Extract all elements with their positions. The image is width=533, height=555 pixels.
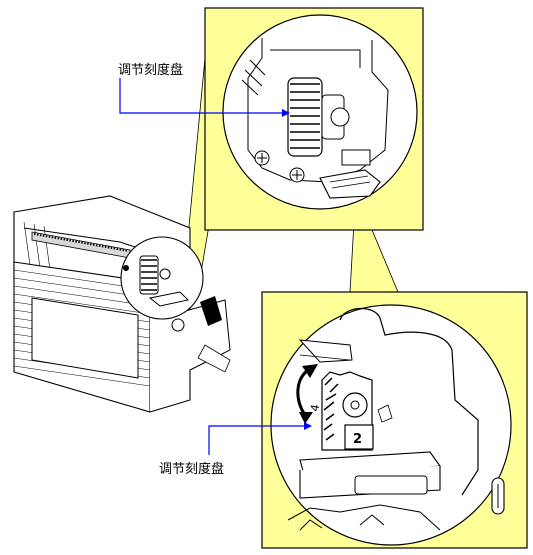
callout-line-top [119, 78, 288, 114]
dial-number-label: 2 [353, 432, 362, 447]
dial-gear-bottom: 4 [308, 371, 393, 451]
callout-arrowhead-top [282, 109, 290, 117]
dial-label-bottom: 调节刻度盘 [159, 462, 225, 477]
callout-arrowhead-bottom [304, 422, 312, 430]
zoom-circle-bottom: 4 [270, 304, 512, 546]
zoom-circle-small [120, 236, 204, 320]
dial-label-top: 调节刻度盘 [118, 63, 184, 78]
zoom-circle-top [222, 14, 418, 210]
rotation-arrow-icon [296, 368, 310, 416]
dial-gear-top [287, 77, 350, 157]
callout-line-bottom [208, 425, 310, 455]
svg-text:4: 4 [308, 403, 322, 412]
